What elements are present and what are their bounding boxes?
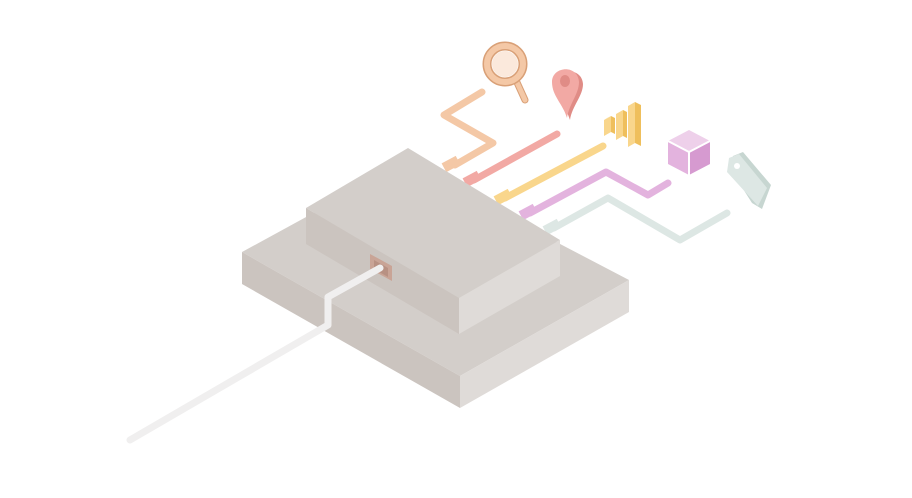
- input-cable: [126, 264, 384, 444]
- output-cables: [440, 88, 731, 244]
- price-tag-icon: [727, 152, 771, 209]
- cable-connectors: [441, 155, 562, 236]
- location-pin-icon: [552, 69, 583, 120]
- location-cable: [470, 130, 561, 184]
- base-slab-left: [242, 252, 460, 408]
- search-cable: [440, 88, 497, 169]
- location-connector: [462, 170, 482, 188]
- analytics-connector: [493, 188, 513, 206]
- package-cable: [526, 168, 672, 217]
- search-connector: [441, 155, 461, 173]
- package-connector: [518, 203, 538, 221]
- tag-cable: [550, 194, 731, 244]
- upper-block-right: [459, 240, 560, 334]
- upper-block-top: [306, 148, 560, 298]
- analytics-cable: [501, 142, 607, 202]
- bar-chart-icon: [604, 102, 641, 147]
- base-slab-right: [460, 280, 629, 408]
- tag-connector: [542, 218, 562, 236]
- package-cube-icon: [667, 130, 711, 175]
- search-icon: [482, 41, 529, 104]
